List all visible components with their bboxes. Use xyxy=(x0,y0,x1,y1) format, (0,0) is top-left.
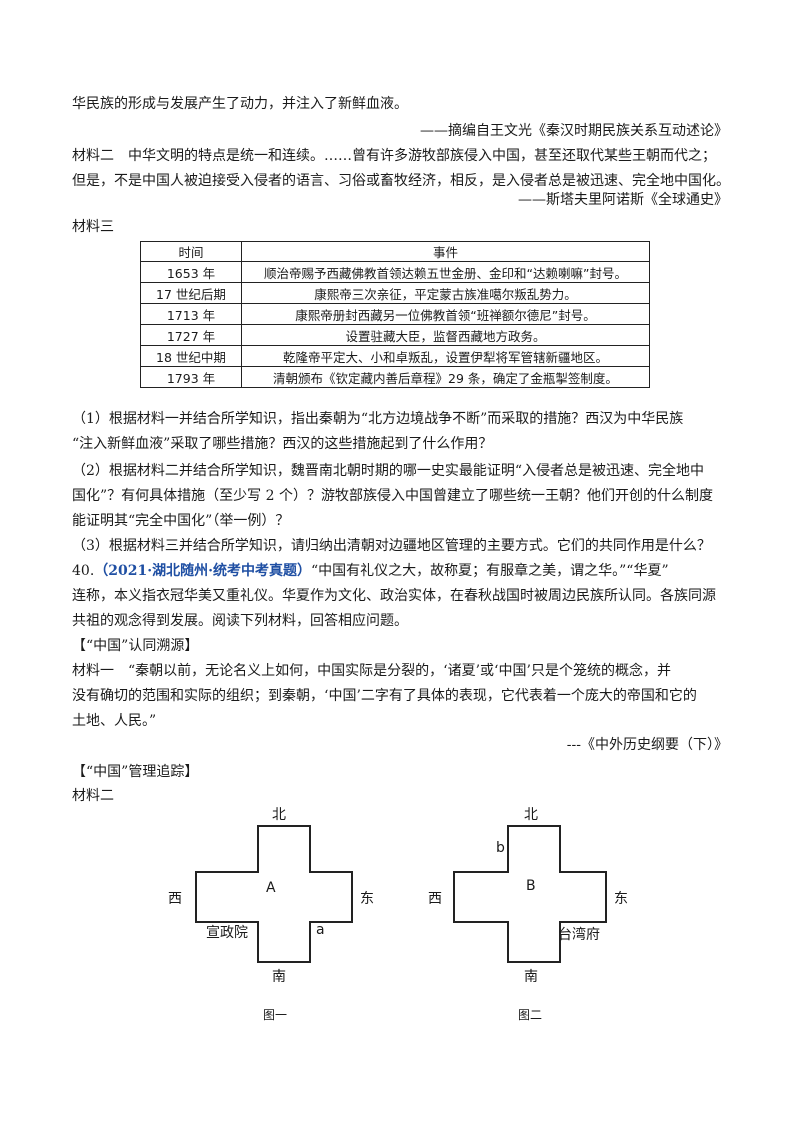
text-line: 但是，不是中国人被迫接受入侵者的语言、习俗或畜牧经济，相反，是入侵者总是被迅速、… xyxy=(72,173,730,189)
question-text: “注入新鲜血液”采取了哪些措施？西汉的这些措施起到了什么作用？ xyxy=(72,436,493,452)
events-table: 时间 事件 1653 年 顺治帝赐予西藏佛教首领达赖五世金册、金印和“达赖喇嘛”… xyxy=(140,241,650,388)
figure-caption: 图一 xyxy=(263,1008,288,1022)
right-arm-label: a xyxy=(316,922,325,938)
west-label: 西 xyxy=(168,891,182,907)
source-citation: ——摘编自王文光《秦汉时期民族关系互动述论》 xyxy=(420,123,728,139)
table-cell-event: 康熙帝三次亲征，平定蒙古族准噶尔叛乱势力。 xyxy=(241,282,650,304)
table-row: 1713 年 康熙帝册封西藏另一位佛教首领“班禅额尔德尼”封号。 xyxy=(140,303,650,325)
table-row: 17 世纪后期 康熙帝三次亲征，平定蒙古族准噶尔叛乱势力。 xyxy=(140,282,650,304)
table-row: 1793 年 清朝颁布《钦定藏内善后章程》29 条，确定了金瓶掣签制度。 xyxy=(140,366,650,388)
table-cell-time: 1653 年 xyxy=(140,261,242,283)
east-label: 东 xyxy=(614,891,628,907)
north-label: 北 xyxy=(272,807,286,823)
material-text: 没有确切的范围和实际的组织；到秦朝，‘中国’二字有了具体的表现，它代表着一个庞大… xyxy=(72,688,697,704)
table-cell-time: 17 世纪后期 xyxy=(140,282,242,304)
question-text: “中国有礼仪之大，故称夏；有服章之美，谓之华。”“华夏” xyxy=(310,563,669,579)
material-label: 材料二 xyxy=(72,788,114,804)
top-arm-label: b xyxy=(496,840,505,856)
text-line: 材料二 中华文明的特点是统一和连续。……曾有许多游牧部族侵入中国，甚至还取代某些… xyxy=(72,148,716,164)
text-line: 华民族的形成与发展产生了动力，并注入了新鲜血液。 xyxy=(72,96,408,112)
table-cell-time: 18 世纪中期 xyxy=(140,345,242,367)
question-text: 能证明其“完全中国化”（举一例）？ xyxy=(72,513,290,529)
south-label: 南 xyxy=(272,969,286,985)
question-text: 连称，本义指衣冠华美又重礼仪。华夏作为文化、政治实体，在春秋战国时被周边民族所认… xyxy=(72,588,716,604)
question-text: 共祖的观念得到发展。阅读下列材料，回答相应问题。 xyxy=(72,613,408,629)
material-text: 土地、人民。” xyxy=(72,713,157,729)
source-citation: ---《中外历史纲要（下）》 xyxy=(566,737,728,753)
table-header-row: 时间 事件 xyxy=(140,241,650,262)
table-header-time: 时间 xyxy=(140,241,242,262)
table-row: 1653 年 顺治帝赐予西藏佛教首领达赖五世金册、金印和“达赖喇嘛”封号。 xyxy=(140,261,650,283)
east-label: 东 xyxy=(360,891,374,907)
figure-1-diagram: 北 南 西 东 A 宣政院 a 图一 xyxy=(160,800,380,1030)
table-row: 1727 年 设置驻藏大臣，监督西藏地方政务。 xyxy=(140,324,650,346)
source-reference: （2021·湖北随州·统考中考真题） xyxy=(94,563,311,579)
table-cell-time: 1727 年 xyxy=(140,324,242,346)
table-cell-event: 康熙帝册封西藏另一位佛教首领“班禅额尔德尼”封号。 xyxy=(241,303,650,325)
table-cell-time: 1793 年 xyxy=(140,366,242,388)
question-text: （1）根据材料一并结合所学知识，指出秦朝为“北方边境战争不断”而采取的措施？西汉… xyxy=(72,411,684,427)
table-cell-event: 顺治帝赐予西藏佛教首领达赖五世金册、金印和“达赖喇嘛”封号。 xyxy=(241,261,650,283)
section-heading: 【“中国”认同溯源】 xyxy=(72,638,199,654)
question-text: （2）根据材料二并结合所学知识，魏晋南北朝时期的哪一史实最能证明“入侵者总是被迅… xyxy=(72,463,705,479)
question-text: （3）根据材料三并结合所学知识，请归纳出清朝对边疆地区管理的主要方式。它们的共同… xyxy=(72,538,711,554)
cross-shape xyxy=(453,825,607,963)
left-arm-label: 宣政院 xyxy=(206,925,248,941)
cross-shape xyxy=(195,825,353,963)
table-cell-time: 1713 年 xyxy=(140,303,242,325)
table-row: 18 世纪中期 乾隆帝平定大、小和卓叛乱，设置伊犁将军管辖新疆地区。 xyxy=(140,345,650,367)
right-arm-label: 台湾府 xyxy=(558,927,600,943)
material-label: 材料三 xyxy=(72,219,114,235)
figure-caption: 图二 xyxy=(518,1008,543,1022)
question-40: 40.（2021·湖北随州·统考中考真题）“中国有礼仪之大，故称夏；有服章之美，… xyxy=(72,561,732,581)
section-heading: 【“中国”管理追踪】 xyxy=(72,764,199,780)
question-text: 国化”？有何具体措施（至少写 2 个）？游牧部族侵入中国曾建立了哪些统一王朝？他… xyxy=(72,488,713,504)
south-label: 南 xyxy=(524,969,538,985)
center-label: A xyxy=(266,880,276,896)
table-cell-event: 设置驻藏大臣，监督西藏地方政务。 xyxy=(241,324,650,346)
question-number: 40. xyxy=(72,563,95,579)
table-cell-event: 清朝颁布《钦定藏内善后章程》29 条，确定了金瓶掣签制度。 xyxy=(241,366,650,388)
figure-2-diagram: 北 南 西 东 B b 台湾府 图二 xyxy=(420,800,640,1030)
west-label: 西 xyxy=(428,891,442,907)
center-label: B xyxy=(526,878,536,894)
material-text: 材料一 “秦朝以前，无论名义上如何，中国实际是分裂的，‘诸夏’或‘中国’只是个笼… xyxy=(72,663,671,679)
table-cell-event: 乾隆帝平定大、小和卓叛乱，设置伊犁将军管辖新疆地区。 xyxy=(241,345,650,367)
north-label: 北 xyxy=(524,807,538,823)
source-citation: ——斯塔夫里阿诺斯《全球通史》 xyxy=(518,192,728,208)
table-header-event: 事件 xyxy=(241,241,650,262)
